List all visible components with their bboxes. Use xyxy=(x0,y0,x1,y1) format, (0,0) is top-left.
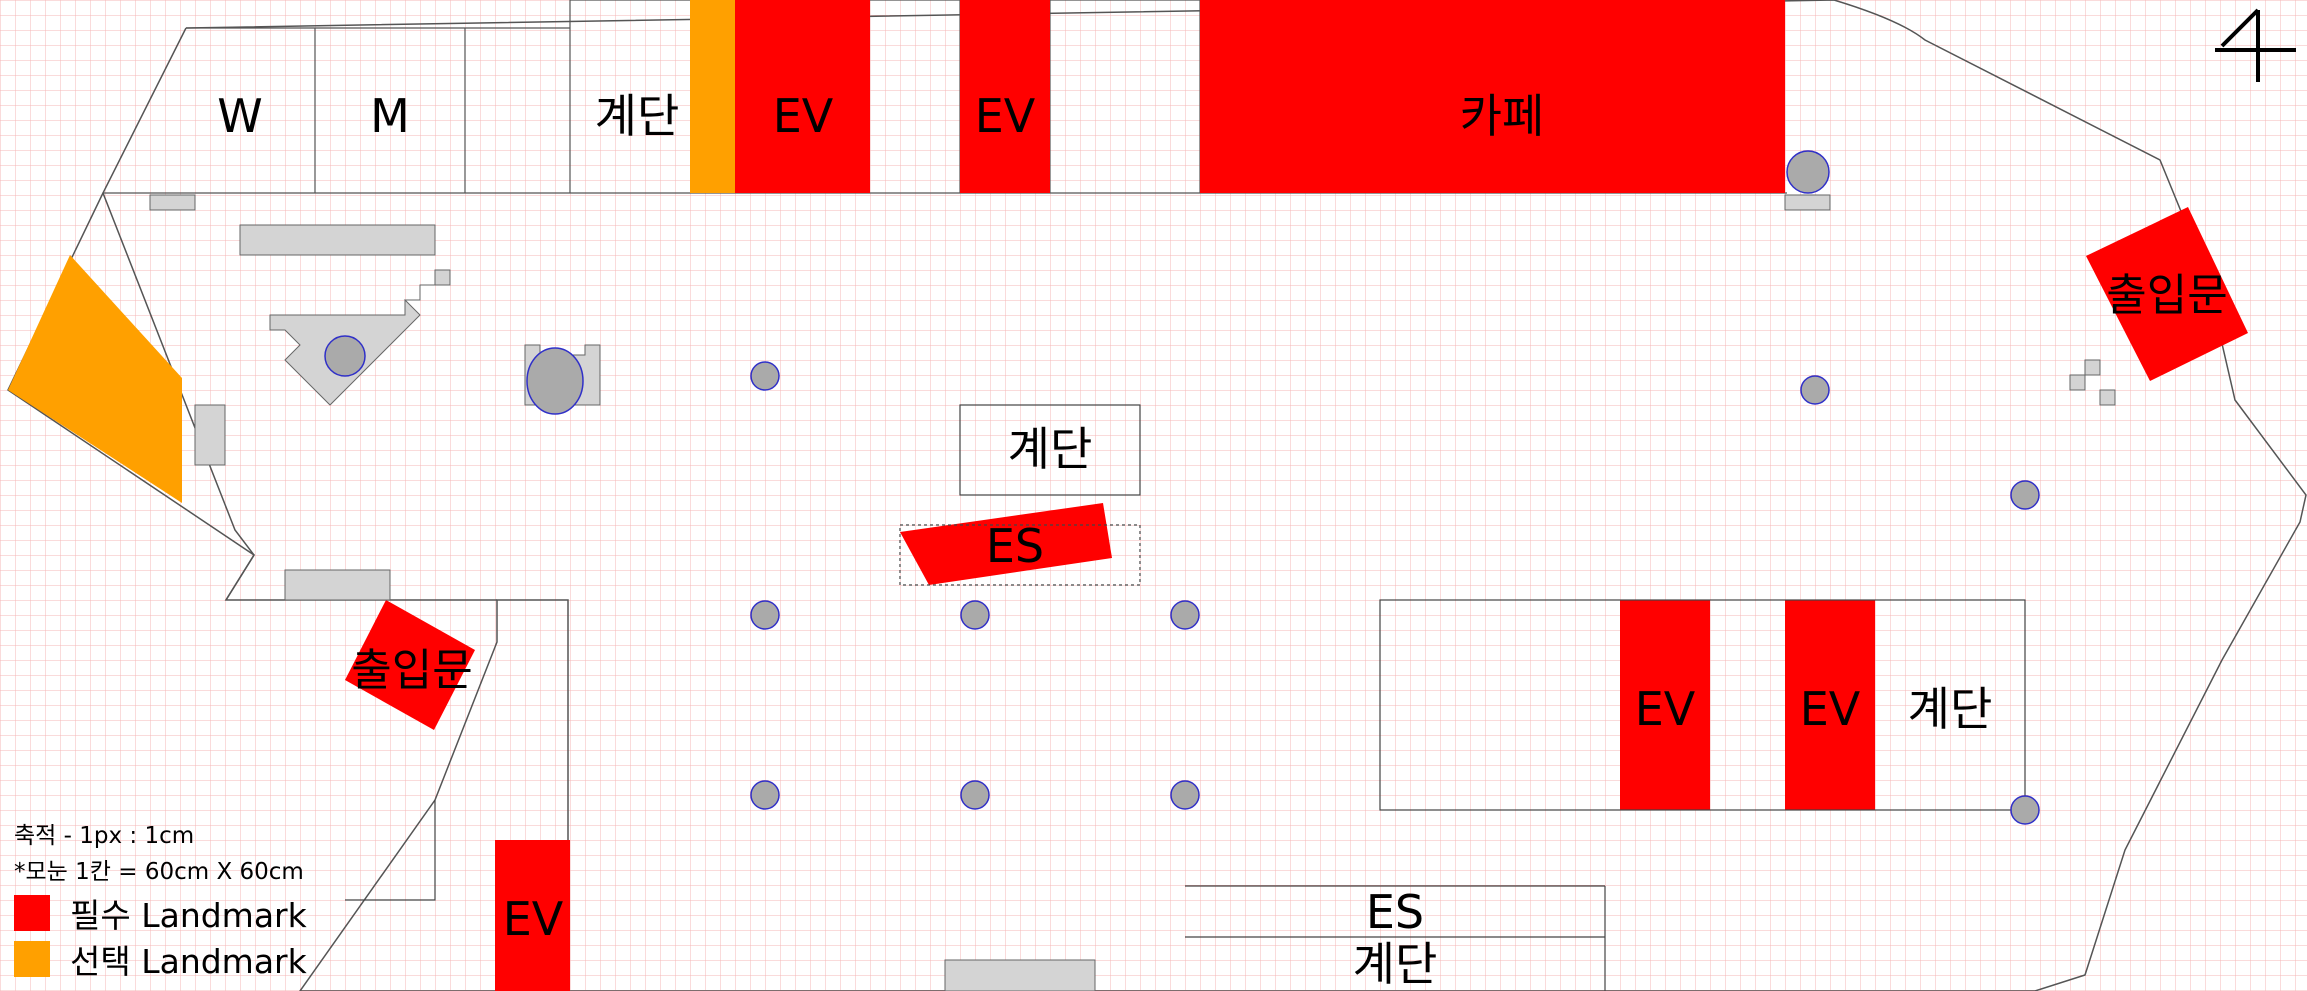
ev-right-2-block xyxy=(1785,600,1875,810)
optional-left-area xyxy=(8,255,182,503)
room-labels: W M 계단 EV EV 카페 계단 ES 출입문 출입문 EV EV 계단 E… xyxy=(217,89,2227,991)
stairs-center-label: 계단 xyxy=(1008,422,1093,476)
legend-required-label: 필수 Landmark xyxy=(70,896,307,935)
optional-swatch xyxy=(14,941,50,977)
ev-bottom-label: EV xyxy=(503,892,564,946)
stairs-top-label: 계단 xyxy=(595,89,680,143)
ev-top-2-block xyxy=(960,0,1050,193)
legend-required: 필수 Landmark xyxy=(14,890,307,936)
cafe-label: 카페 xyxy=(1460,89,1545,143)
ev-top-1-label: EV xyxy=(773,89,834,143)
escalator-center-block xyxy=(900,503,1112,585)
legend-optional: 선택 Landmark xyxy=(14,936,307,982)
ev-right-1-label: EV xyxy=(1635,682,1696,736)
north-arrow-icon xyxy=(2215,8,2296,82)
room-outlines xyxy=(345,404,2026,991)
stairs-bottom-label: 계단 xyxy=(1353,937,1438,991)
ev-top-2-label: EV xyxy=(975,89,1036,143)
scale-note: 축적 - 1px : 1cm xyxy=(14,823,195,849)
ev-bottom-block xyxy=(495,840,570,991)
entrance-right-label: 출입문 xyxy=(2106,270,2227,321)
grid-note: *모눈 1칸 = 60cm X 60cm xyxy=(14,859,304,885)
required-swatch xyxy=(14,895,50,931)
pillars xyxy=(324,150,2040,825)
entrance-left-block xyxy=(345,600,475,730)
legend-optional-label: 선택 Landmark xyxy=(70,942,307,981)
ev-right-2-label: EV xyxy=(1800,682,1861,736)
cafe-block xyxy=(1200,0,1785,193)
optional-landmarks xyxy=(8,0,735,503)
stairs-right-label: 계단 xyxy=(1908,682,1993,736)
restroom-m-label: M xyxy=(370,89,410,143)
restroom-w-label: W xyxy=(217,89,262,143)
escalator-center-label: ES xyxy=(986,519,1044,573)
ev-right-1-block xyxy=(1620,600,1710,810)
map-legend: 축적 - 1px : 1cm *모눈 1칸 = 60cm X 60cm 필수 L… xyxy=(14,818,307,982)
optional-stair-strip xyxy=(690,0,735,193)
entrance-right-block xyxy=(2086,207,2248,381)
required-landmarks xyxy=(345,0,2248,991)
entrance-left-label: 출입문 xyxy=(351,645,472,696)
escalator-bottom-label: ES xyxy=(1366,885,1424,939)
ev-top-1-block xyxy=(735,0,870,193)
gray-obstacles xyxy=(149,194,2116,991)
